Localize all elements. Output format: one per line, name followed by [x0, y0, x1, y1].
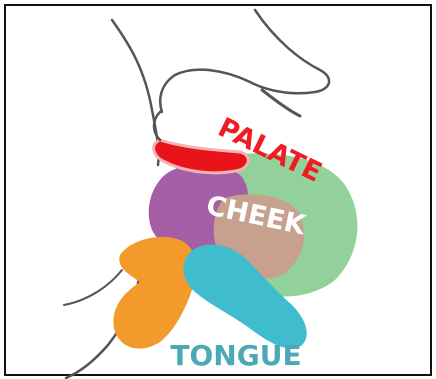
nose-line: [160, 10, 329, 112]
tongue-label: TONGUE: [170, 339, 301, 372]
orange-region: [113, 237, 196, 349]
chin-line: [64, 270, 122, 305]
upper-lip-line: [154, 112, 160, 140]
face-profile-line: [112, 20, 159, 165]
